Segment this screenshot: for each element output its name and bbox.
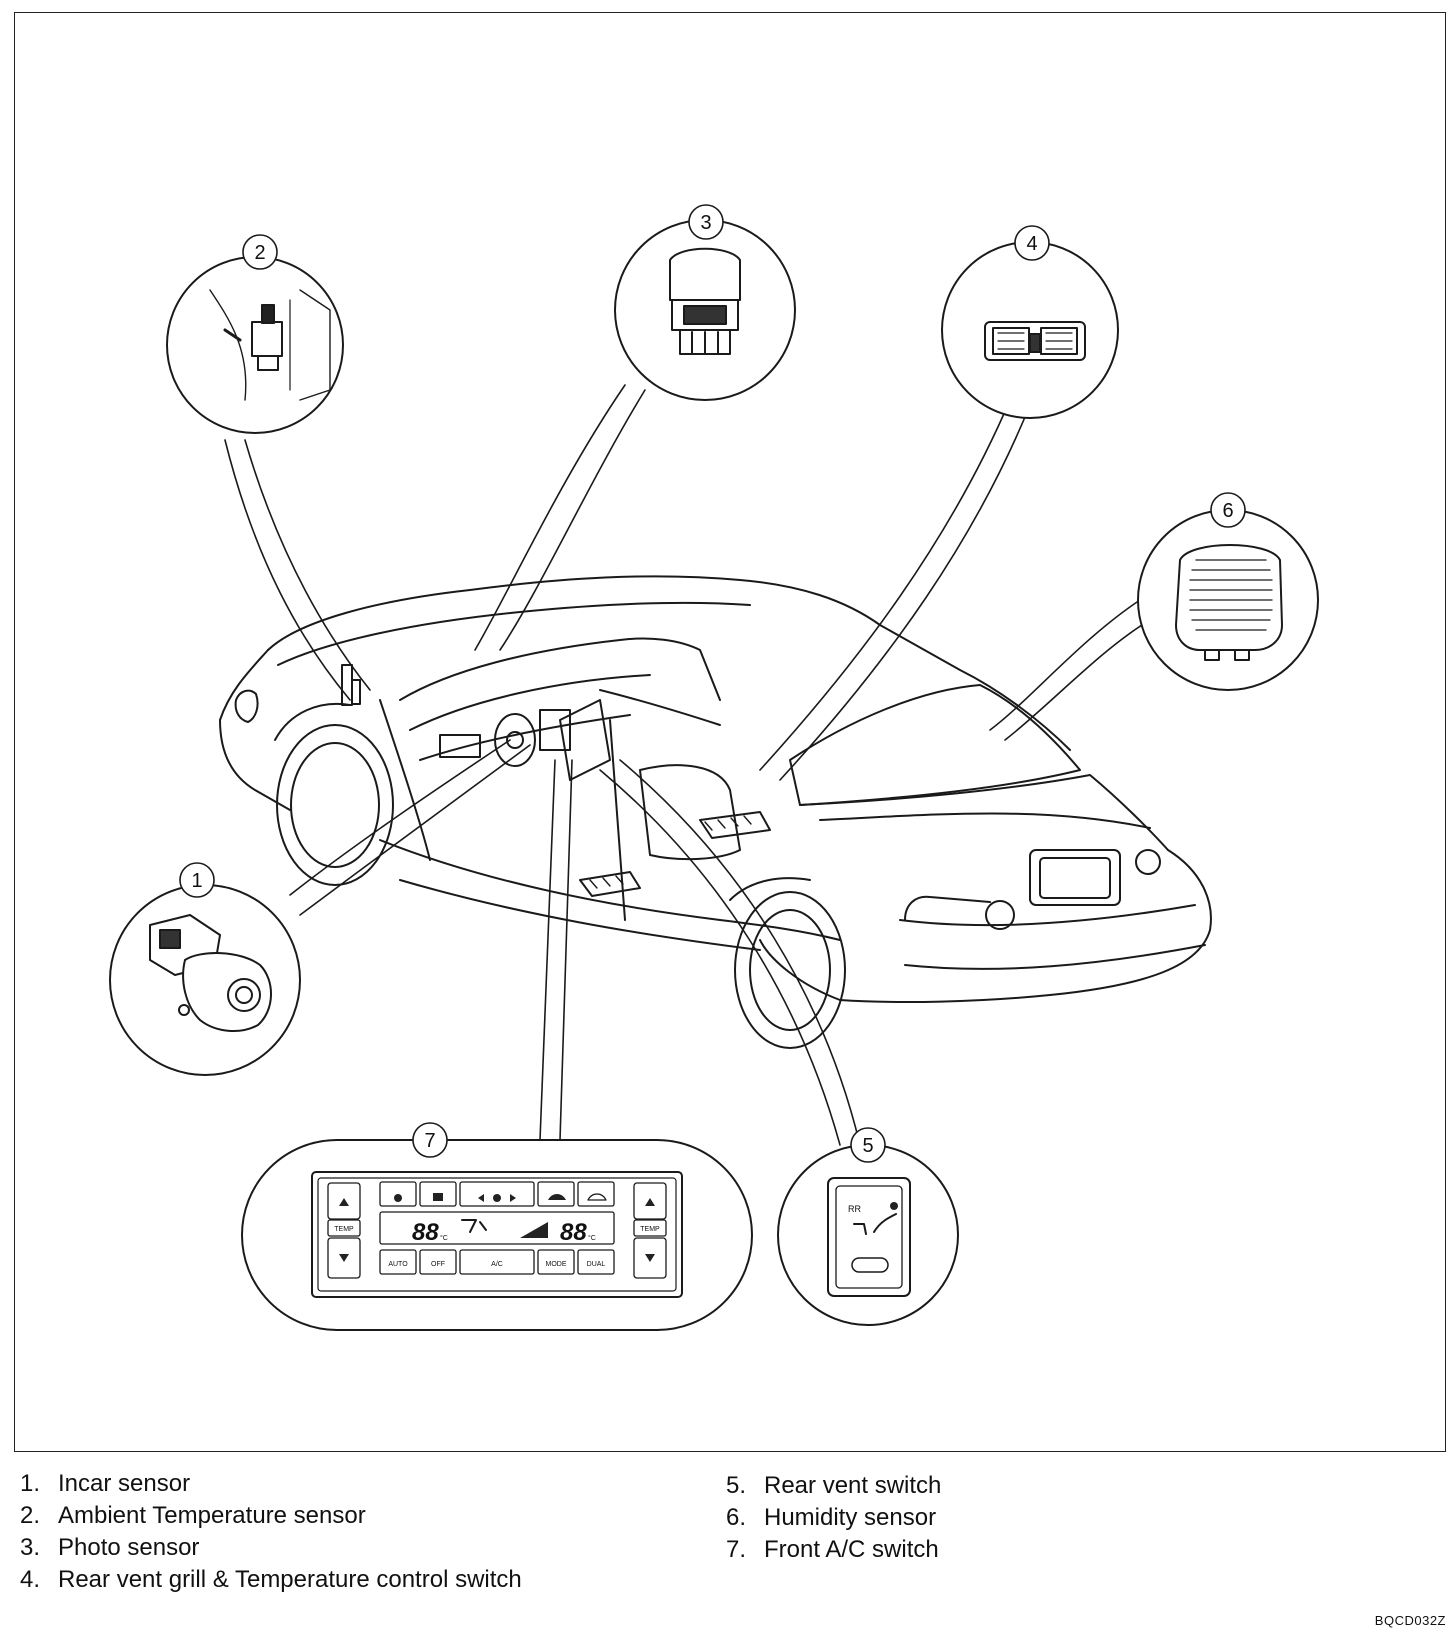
legend-left-column: 1.Incar sensor 2.Ambient Temperature sen… [20,1468,522,1596]
legend-item-4: 4.Rear vent grill & Temperature control … [20,1566,522,1593]
ac-button-ac: A/C [491,1261,503,1268]
callout-bubble-1 [179,862,215,898]
component-location-diagram: 1 2 3 4 5 6 7 88 °C 88 °C TEMP TEMP AUTO… [109,204,1319,1331]
legend-item-7: 7.Front A/C switch [726,1536,939,1563]
ac-temp-button-left: TEMP [334,1226,354,1233]
callout-5-rear-vent-switch [777,1144,959,1326]
callout-7-front-ac-switch [241,1139,753,1331]
legend-item-2: 2.Ambient Temperature sensor [20,1502,366,1529]
callout-number-2: 2 [254,242,265,264]
callout-bubble-4 [1014,225,1050,261]
callout-number-1: 1 [191,870,202,892]
callout-3-photo-sensor [614,219,796,401]
ac-button-mode: MODE [546,1261,567,1268]
callout-bubble-7 [412,1122,448,1158]
diagram-frame [14,12,1446,1452]
callout-number-3: 3 [700,212,711,234]
ac-temp-unit-right: °C [588,1234,596,1242]
ac-temp-right: 88 [560,1219,587,1246]
ac-button-off: OFF [431,1261,445,1268]
ac-button-auto: AUTO [388,1261,408,1268]
rear-switch-label: RR [848,1204,861,1214]
legend-item-3: 3.Photo sensor [20,1534,200,1561]
legend-item-6: 6.Humidity sensor [726,1504,937,1531]
legend-item-5: 5.Rear vent switch [726,1472,942,1499]
legend-right-column: 5.Rear vent switch 6.Humidity sensor 7.F… [726,1470,941,1566]
callout-4-rear-vent-grill [941,241,1119,419]
ac-temp-left: 88 [412,1219,439,1246]
callout-bubble-6 [1210,492,1246,528]
callout-number-6: 6 [1222,500,1233,522]
callout-bubble-5 [850,1127,886,1163]
callout-1-incar-sensor [109,884,301,1076]
callout-number-bubbles [179,204,1246,1163]
figure-code: BQCD032Z [1374,1613,1446,1628]
callout-number-7: 7 [424,1130,435,1152]
callout-bubble-3 [688,204,724,240]
ac-button-dual: DUAL [587,1261,606,1268]
legend-item-1: 1.Incar sensor [20,1470,191,1497]
callout-2-ambient-sensor [166,256,344,434]
callout-number-5: 5 [862,1135,873,1157]
callout-6-humidity-sensor [1137,509,1319,691]
leader-lines [224,384,1151,1146]
ac-temp-unit-left: °C [440,1234,448,1242]
callout-bubble-2 [242,234,278,270]
car-illustration [219,575,1212,1049]
ac-temp-button-right: TEMP [640,1226,660,1233]
callout-number-4: 4 [1026,233,1037,255]
